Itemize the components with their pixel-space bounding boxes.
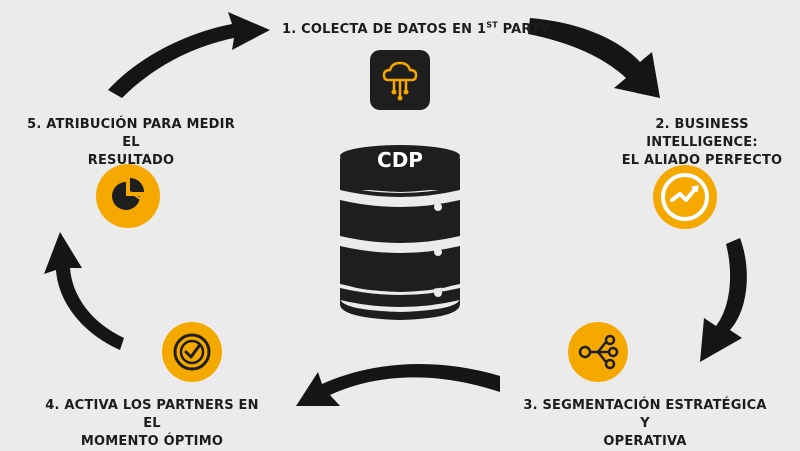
step-2-line-2: EL ALIADO PERFECTO [621, 153, 783, 168]
step-1-superscript: ST [486, 21, 498, 30]
db-led-2 [434, 248, 442, 256]
step-2-label: 2. BUSINESS INTELLIGENCE: EL ALIADO PERF… [604, 116, 800, 170]
arrow-5-to-1 [108, 12, 270, 98]
cloud-data-icon [370, 50, 430, 110]
db-led-1 [434, 203, 442, 211]
step-4-label: 4. ACTIVA LOS PARTNERS EN EL MOMENTO ÓPT… [44, 397, 260, 451]
step-4-line-1: 4. ACTIVA LOS PARTNERS EN EL [45, 398, 259, 431]
step-3-line-2: OPERATIVA [603, 434, 687, 449]
db-led-3 [434, 289, 442, 297]
network-nodes-icon [568, 322, 628, 382]
arrow-2-to-3 [700, 238, 747, 362]
cdp-label: CDP [377, 148, 423, 172]
cycle-arrows [44, 12, 747, 406]
step-1-label: 1. COLECTA DE DATOS EN 1ST PARTY [282, 17, 550, 39]
analytics-gauge-icon [653, 165, 717, 229]
arrow-4-to-5 [44, 232, 124, 350]
step-5-line-2: RESULTADO [87, 153, 175, 168]
step-3-label: 3. SEGMENTACIÓN ESTRATÉGICA Y OPERATIVA [522, 397, 768, 451]
step-4-line-2: MOMENTO ÓPTIMO [80, 434, 224, 449]
step-5-line-1: 5. ATRIBUCIÓN PARA MEDIR EL [27, 117, 235, 150]
target-check-icon [162, 322, 222, 382]
step-3-line-1: 3. SEGMENTACIÓN ESTRATÉGICA Y [523, 398, 767, 431]
step-1-text: 1. COLECTA DE DATOS EN 1ST PARTY [282, 21, 550, 38]
arrow-3-to-4 [296, 364, 500, 406]
arrow-1-to-2 [528, 18, 660, 98]
step-2-line-1: 2. BUSINESS INTELLIGENCE: [646, 117, 758, 150]
pie-chart-icon [96, 164, 160, 228]
step-5-label: 5. ATRIBUCIÓN PARA MEDIR EL RESULTADO [24, 116, 238, 170]
